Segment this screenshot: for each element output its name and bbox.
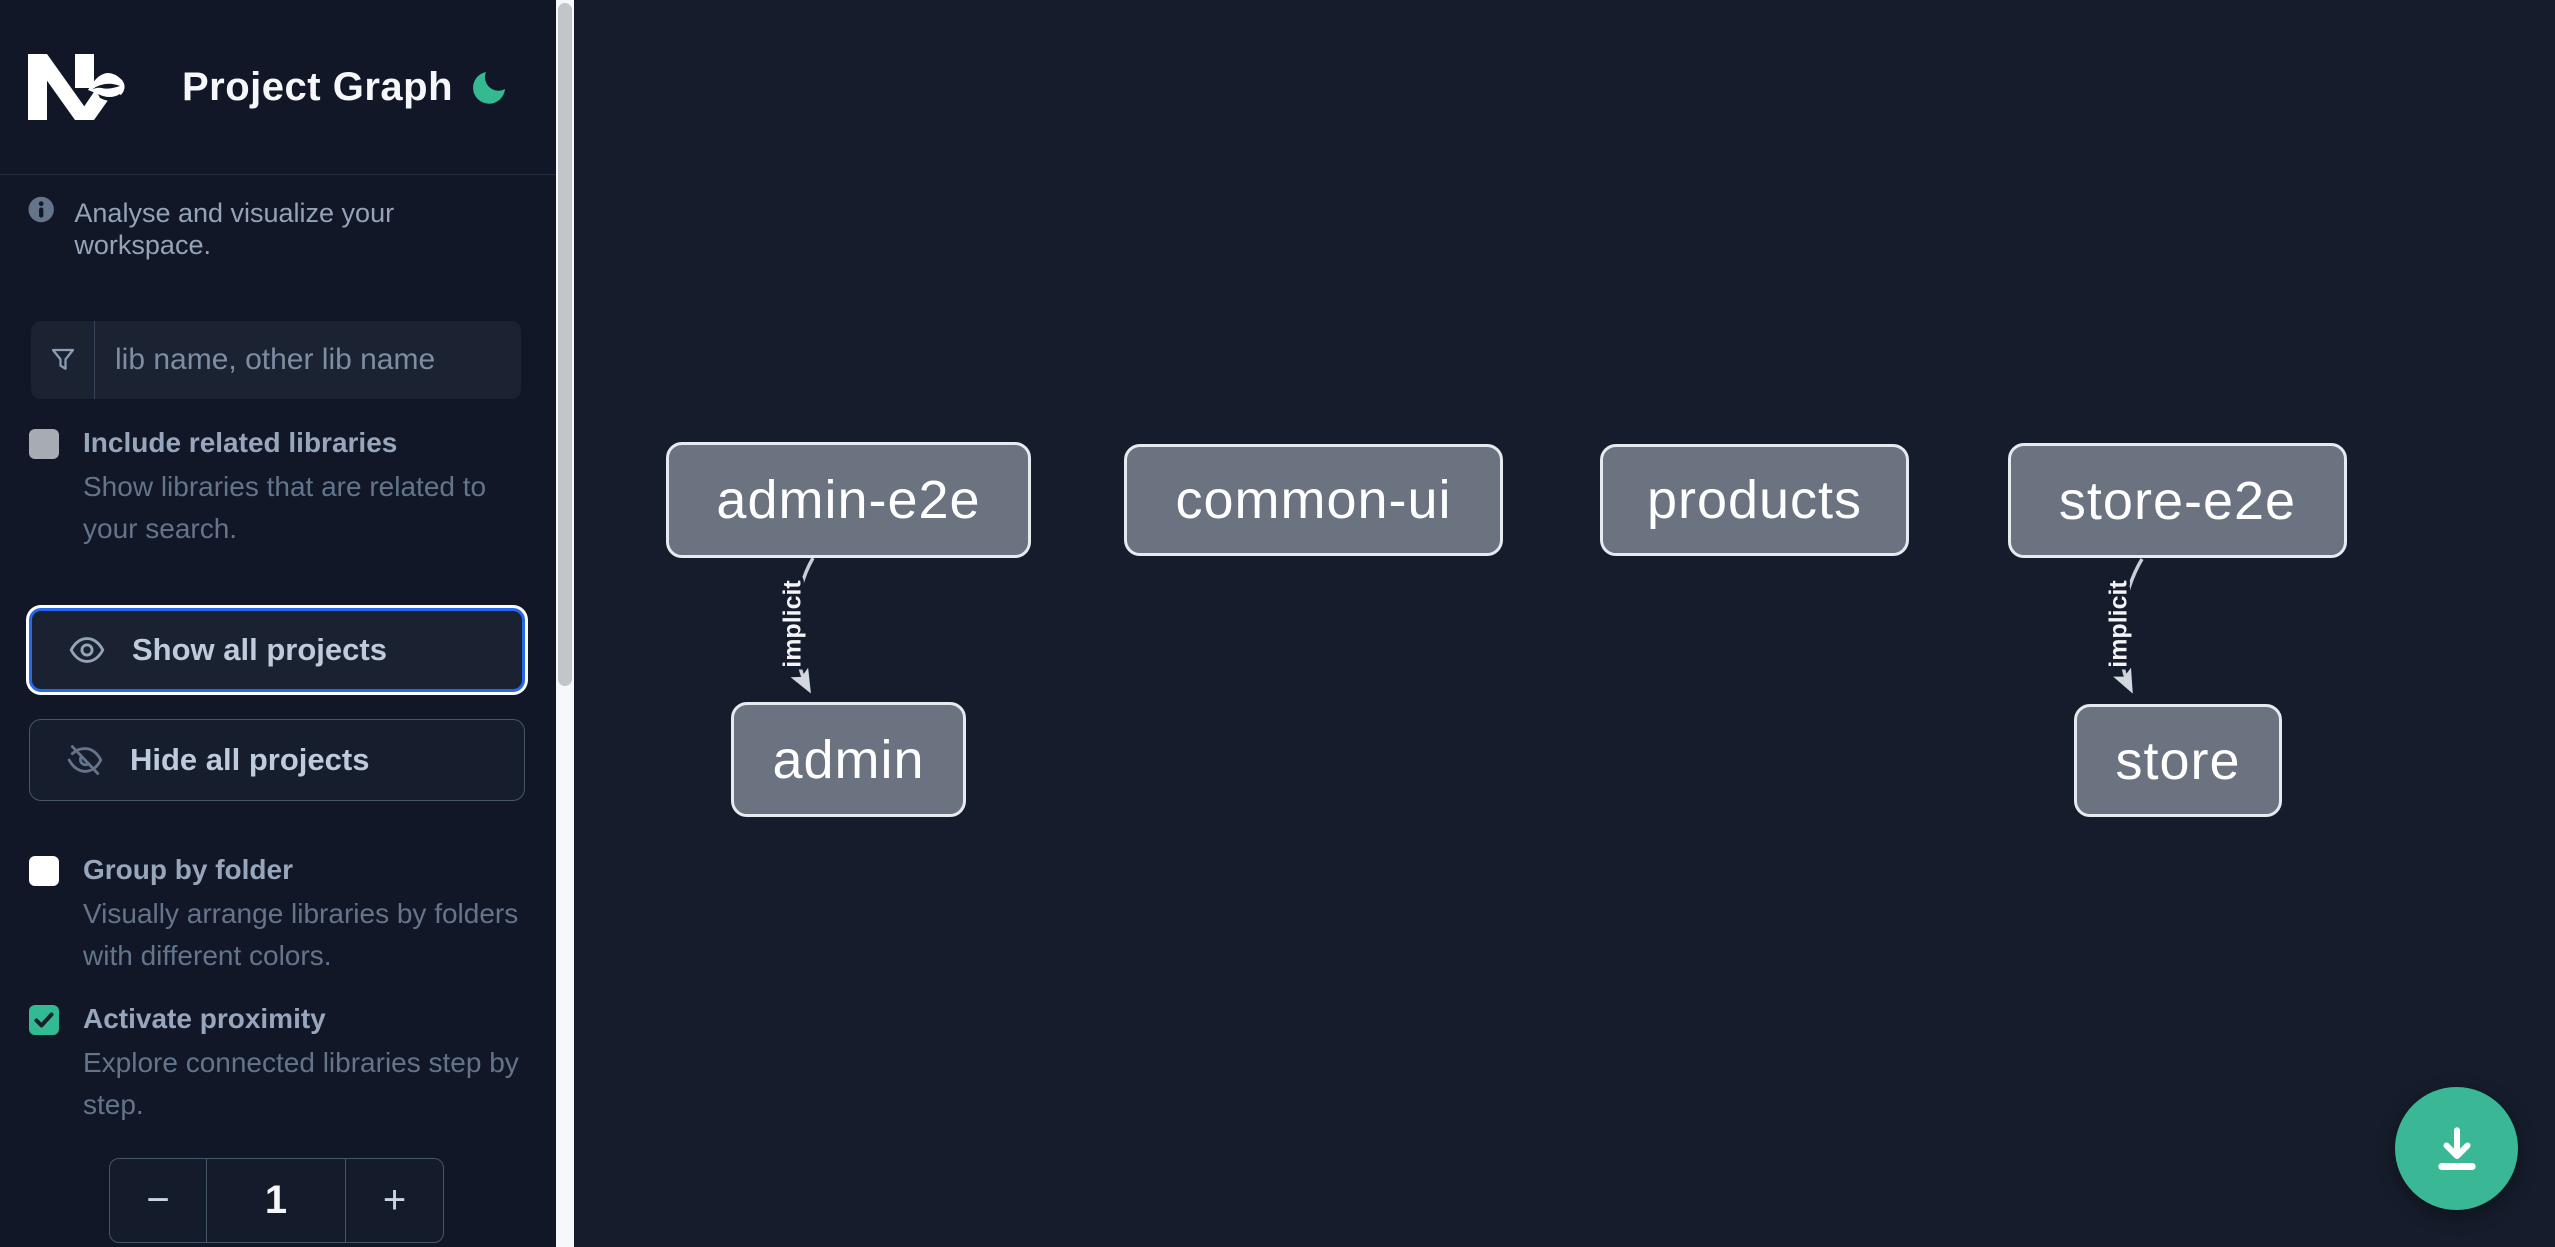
search-box [31, 321, 521, 399]
hide-all-projects-label: Hide all projects [130, 742, 370, 777]
include-related-description: Show libraries that are related to your … [83, 471, 487, 545]
download-icon [2437, 1126, 2476, 1170]
page-title: Project Graph [182, 64, 454, 109]
show-all-projects-button[interactable]: Show all projects [29, 608, 525, 692]
search-input[interactable] [95, 321, 521, 399]
eye-off-icon [67, 745, 103, 775]
show-all-projects-label: Show all projects [132, 632, 387, 667]
graph-canvas[interactable]: implicit implicit admin-e2e common-ui pr… [574, 0, 2555, 1247]
sidebar-header: Project Graph [0, 0, 556, 175]
project-node-admin-e2e[interactable]: admin-e2e [666, 442, 1031, 558]
stepper-decrement-button[interactable]: − [146, 1178, 170, 1222]
sidebar: Project Graph Analyse and visualize your… [0, 0, 556, 1247]
activate-proximity-description: Explore connected libraries step by step… [83, 1047, 519, 1121]
option-include-related: Include related libraries Show libraries… [29, 427, 543, 550]
project-node-products[interactable]: products [1600, 444, 1909, 556]
graph-edges: implicit implicit [775, 557, 2144, 694]
funnel-icon [31, 321, 95, 399]
include-related-checkbox[interactable] [29, 429, 59, 459]
info-icon [28, 196, 54, 223]
stepper-value: 1 [206, 1159, 346, 1242]
check-icon [34, 1012, 54, 1028]
edge-store-e2e-store[interactable] [2113, 558, 2144, 694]
sidebar-scrollbar-track[interactable] [556, 0, 574, 1247]
edge-label-implicit: implicit [779, 580, 807, 668]
theme-toggle-moon-icon[interactable] [472, 70, 506, 104]
project-node-store[interactable]: store [2074, 704, 2282, 817]
download-graph-button[interactable] [2395, 1087, 2518, 1210]
nx-logo-icon [28, 54, 125, 120]
edge-label-implicit: implicit [2105, 580, 2133, 668]
option-activate-proximity: Activate proximity Explore connected lib… [29, 1003, 543, 1126]
edge-admin-e2e-admin[interactable] [790, 557, 815, 694]
include-related-title: Include related libraries [83, 427, 398, 458]
project-node-admin[interactable]: admin [731, 702, 966, 817]
group-by-folder-checkbox[interactable] [29, 856, 59, 886]
group-by-folder-description: Visually arrange libraries by folders wi… [83, 898, 519, 972]
info-text: Analyse and visualize your workspace. [74, 198, 395, 261]
proximity-depth-stepper: − 1 + [109, 1158, 444, 1243]
hide-all-projects-button[interactable]: Hide all projects [29, 719, 525, 801]
activate-proximity-checkbox[interactable] [29, 1005, 59, 1035]
group-by-folder-title: Group by folder [83, 854, 293, 885]
activate-proximity-title: Activate proximity [83, 1003, 326, 1034]
project-node-store-e2e[interactable]: store-e2e [2008, 443, 2347, 558]
sidebar-scrollbar-thumb[interactable] [558, 3, 572, 686]
eye-icon [69, 637, 105, 663]
option-group-by-folder: Group by folder Visually arrange librari… [29, 854, 543, 977]
project-node-common-ui[interactable]: common-ui [1124, 444, 1503, 556]
stepper-increment-button[interactable]: + [382, 1178, 407, 1222]
workspace-info: Analyse and visualize your workspace. [28, 196, 528, 262]
